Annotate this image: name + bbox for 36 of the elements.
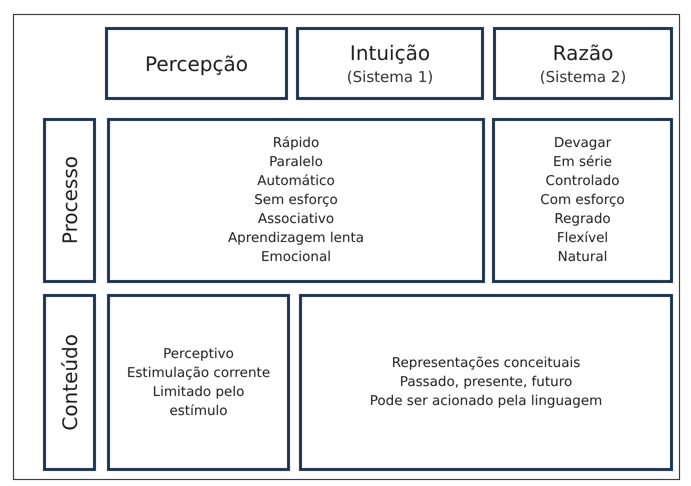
list-item: Aprendizagem lenta: [228, 229, 364, 248]
header-box: [493, 27, 673, 100]
list-item: Limitado pelo estímulo: [152, 382, 246, 420]
list-item: Pode ser acionado pela linguagem: [370, 392, 602, 411]
content-box: [107, 118, 485, 283]
list-item: Devagar: [554, 134, 612, 153]
list-item: Sem esforço: [254, 191, 338, 210]
column-subheading: (Sistema 1): [346, 66, 434, 88]
list-item: Em série: [553, 153, 612, 172]
list-item: Passado, presente, futuro: [400, 373, 572, 392]
column-heading: Percepção: [145, 50, 248, 76]
row-header-box: [43, 118, 96, 283]
list-item: Estimulação corrente: [126, 364, 270, 382]
list-item: Flexível: [556, 229, 608, 248]
list-item: Rápido: [272, 134, 320, 153]
list-item: Controlado: [546, 172, 620, 191]
row-heading: Conteúdo: [58, 334, 82, 431]
column-heading: Intuição: [350, 40, 430, 66]
column-heading: Razão: [552, 40, 614, 66]
content-box: [107, 294, 290, 471]
header-box: [296, 27, 484, 100]
column-subheading: (Sistema 2): [540, 66, 626, 88]
list-item: Perceptivo: [163, 344, 234, 364]
list-item: Emocional: [261, 248, 331, 267]
list-item: Regrado: [554, 210, 611, 229]
list-item: Com esforço: [540, 191, 625, 210]
row-header-box: [43, 294, 96, 471]
list-item: Representações conceituais: [392, 354, 580, 373]
header-box: [105, 27, 288, 100]
content-box: [492, 118, 673, 283]
list-item: Paralelo: [269, 153, 323, 172]
list-item: Associativo: [258, 210, 334, 229]
list-item: Automático: [257, 172, 335, 191]
content-box: [299, 294, 673, 471]
list-item: Natural: [558, 248, 608, 267]
row-heading: Processo: [58, 156, 82, 245]
